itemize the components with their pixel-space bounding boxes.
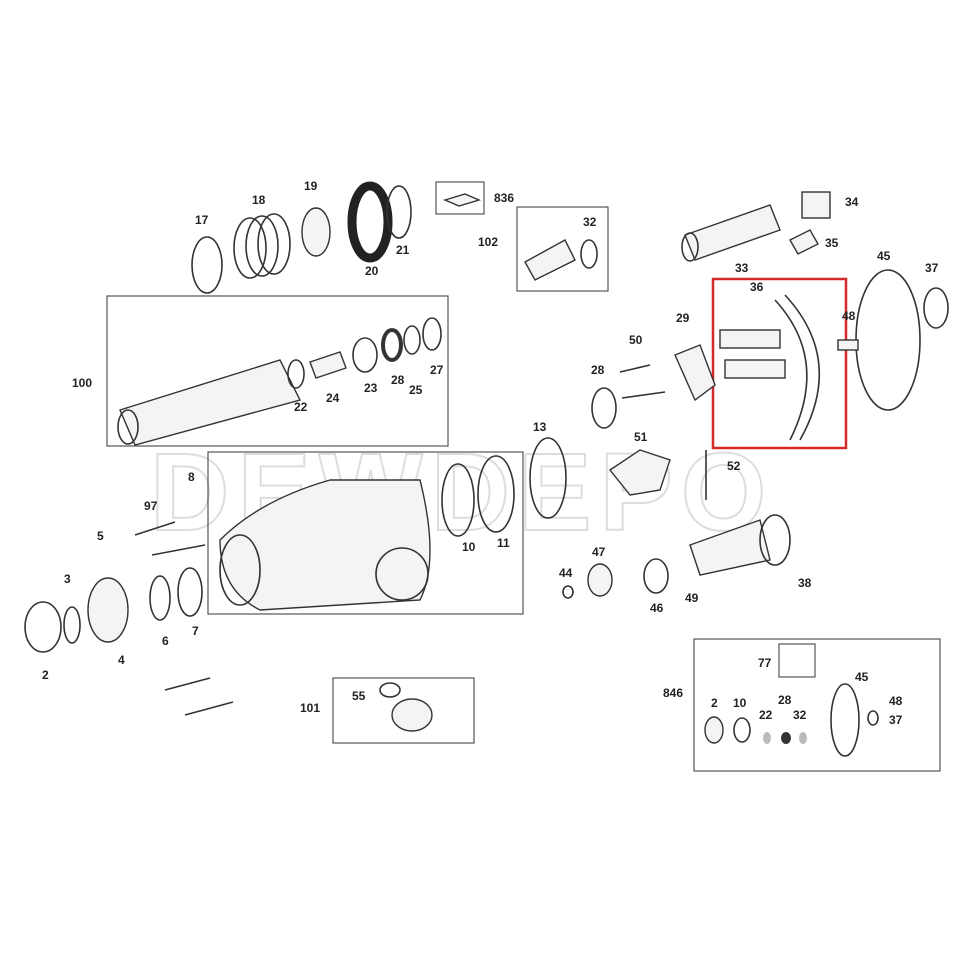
part-label[interactable]: 25 (409, 383, 423, 397)
part-label[interactable]: 35 (825, 236, 839, 250)
part-label[interactable]: 48 (889, 694, 903, 708)
parts-spindle-100 (117, 317, 442, 446)
part-label[interactable]: 29 (676, 311, 690, 325)
part-label[interactable]: 101 (300, 701, 320, 715)
part-label[interactable]: 44 (559, 566, 573, 580)
part-label[interactable]: 47 (592, 545, 606, 559)
group-box-8 (207, 451, 524, 615)
group-box-101 (332, 677, 475, 744)
part-label[interactable]: 7 (192, 624, 199, 638)
parts-housing-8 (24, 455, 515, 732)
part-label[interactable]: 20 (365, 264, 379, 278)
part-label[interactable]: 55 (352, 689, 366, 703)
group-box-836 (435, 181, 485, 215)
part-label[interactable]: 37 (889, 713, 903, 727)
part-label[interactable]: 17 (195, 213, 209, 227)
part-label[interactable]: 51 (634, 430, 648, 444)
part-label[interactable]: 46 (650, 601, 664, 615)
part-label[interactable]: 37 (925, 261, 939, 275)
parts-top-left (191, 181, 482, 294)
part-label[interactable]: 846 (663, 686, 683, 700)
group-box-846 (693, 638, 941, 772)
part-label[interactable]: 10 (733, 696, 747, 710)
part-label[interactable]: 10 (462, 540, 476, 554)
part-label[interactable]: 100 (72, 376, 92, 390)
part-label[interactable]: 13 (533, 420, 547, 434)
group-box-102 (516, 206, 609, 292)
part-label[interactable]: 8 (188, 470, 195, 484)
part-label[interactable]: 32 (793, 708, 807, 722)
parts-102-33-34-35 (524, 191, 949, 411)
part-label[interactable]: 19 (304, 179, 318, 193)
part-label[interactable]: 34 (845, 195, 859, 209)
part-label[interactable]: 77 (758, 656, 772, 670)
part-label[interactable]: 21 (396, 243, 410, 257)
group-box-77 (778, 643, 816, 678)
part-label[interactable]: 2 (711, 696, 718, 710)
part-label[interactable]: 28 (778, 693, 792, 707)
part-label[interactable]: 6 (162, 634, 169, 648)
part-label[interactable]: 24 (326, 391, 340, 405)
part-label[interactable]: 23 (364, 381, 378, 395)
part-label[interactable]: 836 (494, 191, 514, 205)
parts-kit-846 (704, 683, 879, 757)
part-label[interactable]: 45 (855, 670, 869, 684)
parts-36-gear-cluster (529, 294, 859, 519)
part-label[interactable]: 3 (64, 572, 71, 586)
part-label[interactable]: 11 (497, 536, 510, 550)
part-label[interactable]: 22 (294, 400, 308, 414)
part-label[interactable]: 97 (144, 499, 158, 513)
part-label[interactable]: 22 (759, 708, 773, 722)
part-label[interactable]: 4 (118, 653, 125, 667)
part-label[interactable]: 48 (842, 309, 856, 323)
part-label[interactable]: 102 (478, 235, 498, 249)
part-label[interactable]: 36 (750, 280, 764, 294)
part-labels: 17 18 19 20 21 836 102 32 33 34 35 45 37… (42, 179, 939, 727)
part-label[interactable]: 18 (252, 193, 266, 207)
part-label[interactable]: 38 (798, 576, 812, 590)
group-box-100 (106, 295, 449, 447)
part-label[interactable]: 52 (727, 459, 741, 473)
part-label[interactable]: 50 (629, 333, 643, 347)
part-label[interactable]: 45 (877, 249, 891, 263)
part-label[interactable]: 49 (685, 591, 699, 605)
part-label[interactable]: 5 (97, 529, 104, 543)
part-label[interactable]: 2 (42, 668, 49, 682)
part-label[interactable]: 27 (430, 363, 444, 377)
highlight-box-36[interactable] (711, 277, 848, 450)
part-label[interactable]: 32 (583, 215, 597, 229)
part-label[interactable]: 33 (735, 261, 749, 275)
part-label[interactable]: 28 (591, 363, 605, 377)
part-label[interactable]: 28 (391, 373, 405, 387)
parts-38-group (562, 514, 791, 599)
